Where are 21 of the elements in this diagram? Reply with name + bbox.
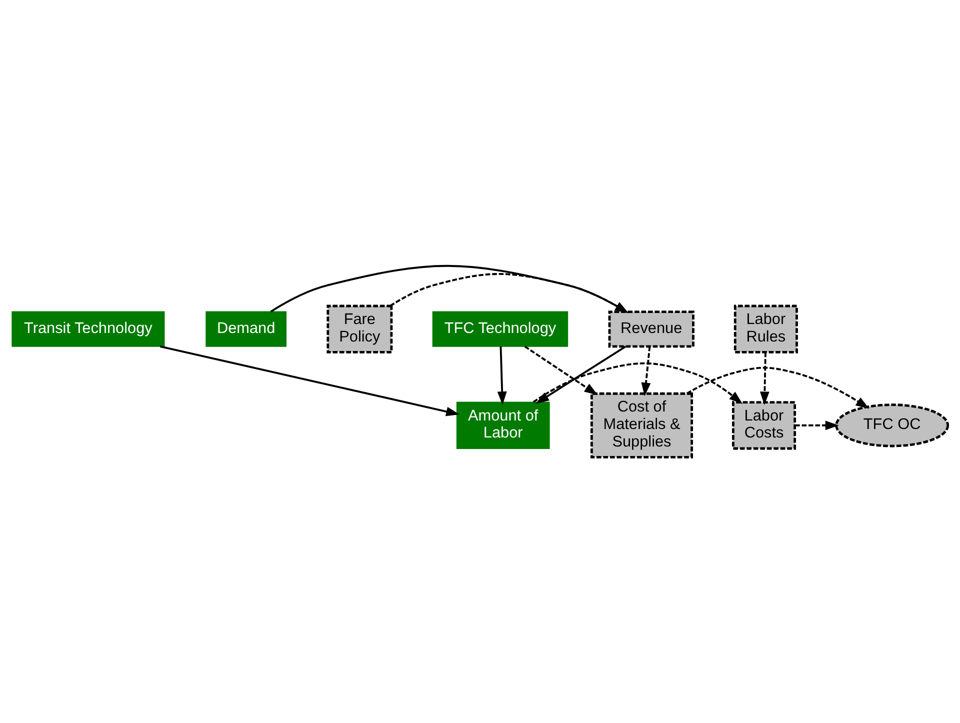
arrow (641, 346, 651, 396)
node-box: Fare Policy (326, 304, 393, 354)
arrow (760, 352, 770, 406)
node-box: Revenue (608, 310, 694, 348)
arrow (390, 273, 629, 314)
node-box: Labor Costs (732, 401, 796, 450)
arrow (160, 346, 460, 416)
arrow (795, 420, 839, 430)
arrow (270, 264, 629, 314)
arrow (686, 366, 870, 409)
node-box: Amount of Labor (456, 402, 550, 449)
node-box: Labor Rules (734, 304, 798, 354)
node-box: TFC Technology (432, 311, 568, 347)
node-box: Cost of Materials & Supplies (590, 392, 693, 458)
node-ellipse: TFC OC (835, 404, 950, 448)
arrow (524, 346, 598, 396)
arrow (536, 346, 626, 404)
arrow (532, 362, 743, 404)
arrow (497, 346, 507, 406)
node-box: Demand (206, 311, 286, 347)
node-box: Transit Technology (12, 311, 165, 347)
